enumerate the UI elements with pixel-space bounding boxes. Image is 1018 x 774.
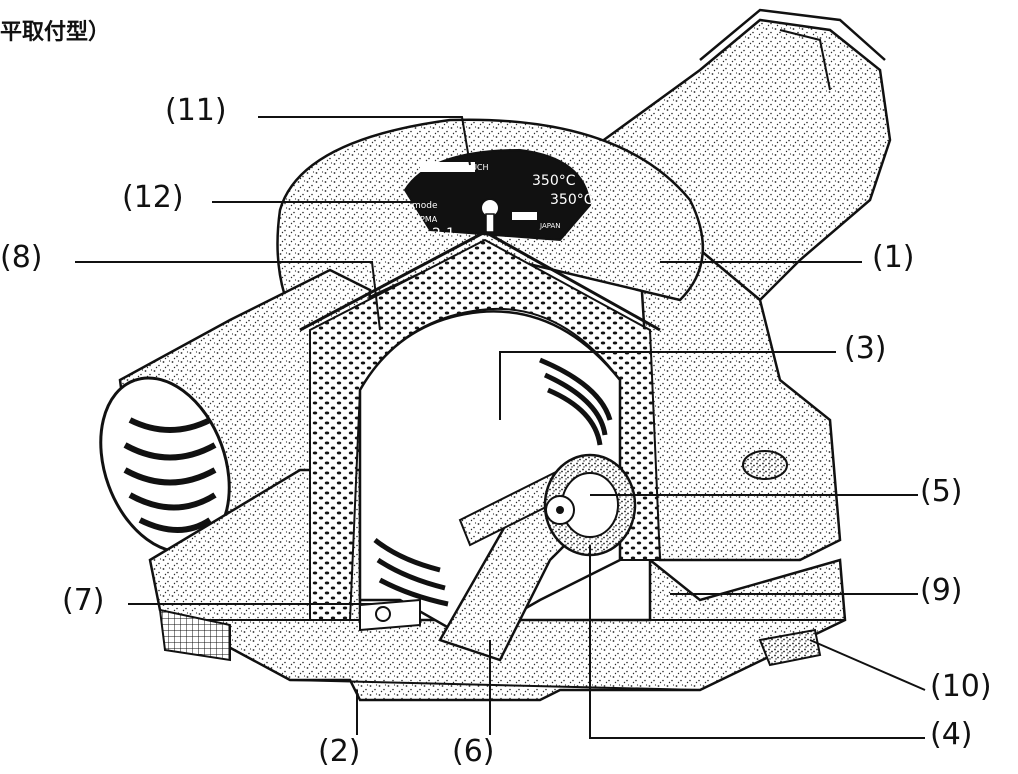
- callout-5: (5): [920, 474, 963, 509]
- drain-plug-left: [158, 608, 231, 662]
- float-chamber: [358, 310, 622, 642]
- callout-4: (4): [930, 717, 973, 752]
- page-title: 平取付型）: [0, 20, 111, 45]
- body-right: [638, 248, 842, 562]
- leader-8: [75, 261, 381, 331]
- drain-plug-right: [758, 628, 822, 667]
- nameplate: ONE TOUCH mode PMA 2-1 350°C 350°C JAPAN: [403, 148, 594, 242]
- callout-3: (3): [844, 331, 887, 366]
- leader-11: [258, 116, 471, 166]
- callout-6: (6): [452, 734, 495, 769]
- leader-lines: [75, 116, 926, 739]
- inlet-pipe: [99, 268, 372, 562]
- nameplate-max-label: PMA: [420, 215, 438, 224]
- leader-4: [589, 545, 925, 739]
- callout-9: (9): [920, 573, 963, 608]
- nameplate-origin: JAPAN: [539, 222, 561, 230]
- nameplate-temp1: 350°C: [532, 173, 576, 189]
- callout-2: (2): [318, 734, 361, 769]
- nameplate-model-label: mode: [412, 201, 438, 211]
- callout-11: (11): [165, 93, 227, 128]
- bracket-bolt: [359, 598, 421, 632]
- callout-8: (8): [0, 240, 43, 275]
- leader-3: [499, 351, 836, 420]
- callout-12: (12): [122, 180, 184, 215]
- callout-10: (10): [930, 669, 992, 704]
- callout-1: (1): [872, 240, 915, 275]
- nameplate-model: 2-1: [432, 226, 455, 242]
- valve-seat: [543, 453, 637, 557]
- leader-10: [809, 639, 926, 691]
- nameplate-temp2: 350°C: [550, 192, 594, 208]
- callout-7: (7): [62, 583, 105, 618]
